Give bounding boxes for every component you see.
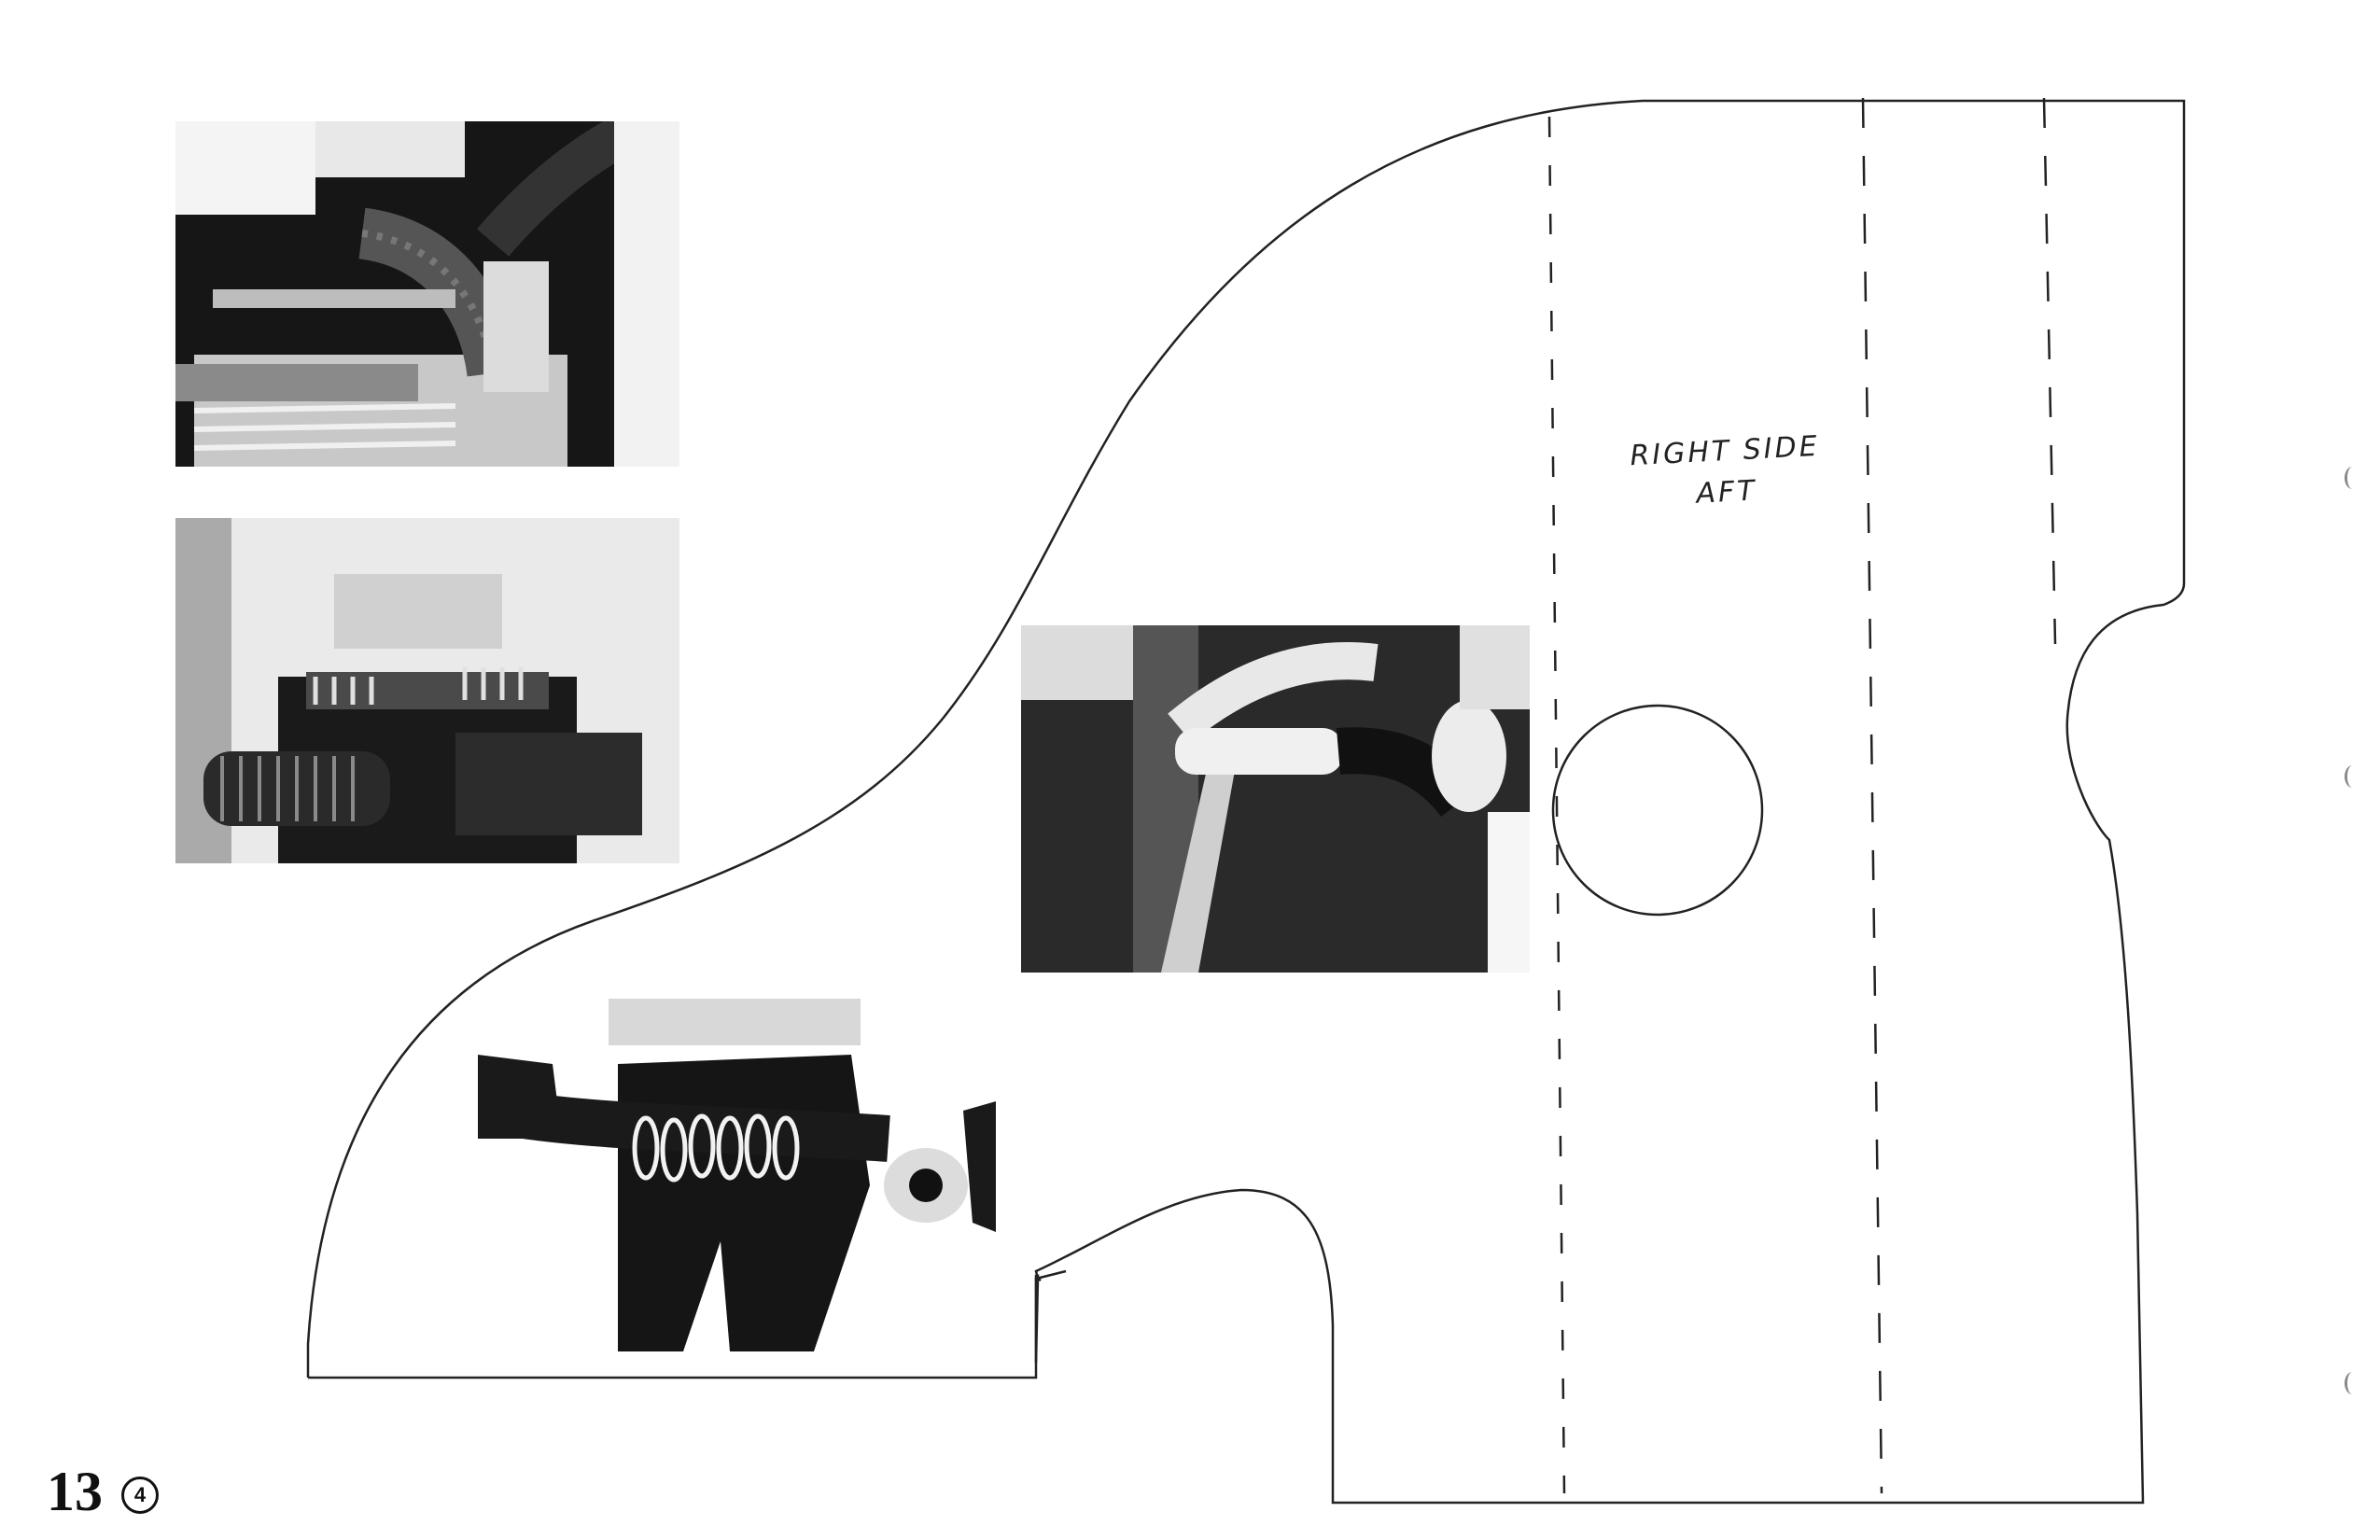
page-number: 13 — [47, 1461, 103, 1522]
binder-hole-icon — [2345, 1372, 2360, 1394]
page-sub-marker: 4 — [121, 1477, 159, 1514]
binder-hole-icon — [2345, 467, 2360, 489]
fold-line-2 — [1861, 97, 1883, 1494]
template-shape — [306, 99, 2186, 1505]
fold-line-3 — [2042, 97, 2057, 645]
photo-spring-pipe — [478, 999, 996, 1351]
circular-cutout-icon — [1551, 704, 1764, 917]
photo-manifold — [175, 518, 679, 863]
photo-exhaust-tube — [1021, 625, 1530, 973]
binder-hole-icon — [2345, 765, 2360, 788]
photo-engine-hose — [175, 121, 679, 467]
template-bottom-edge — [308, 1269, 1067, 1379]
fold-line-1 — [1547, 116, 1566, 1494]
